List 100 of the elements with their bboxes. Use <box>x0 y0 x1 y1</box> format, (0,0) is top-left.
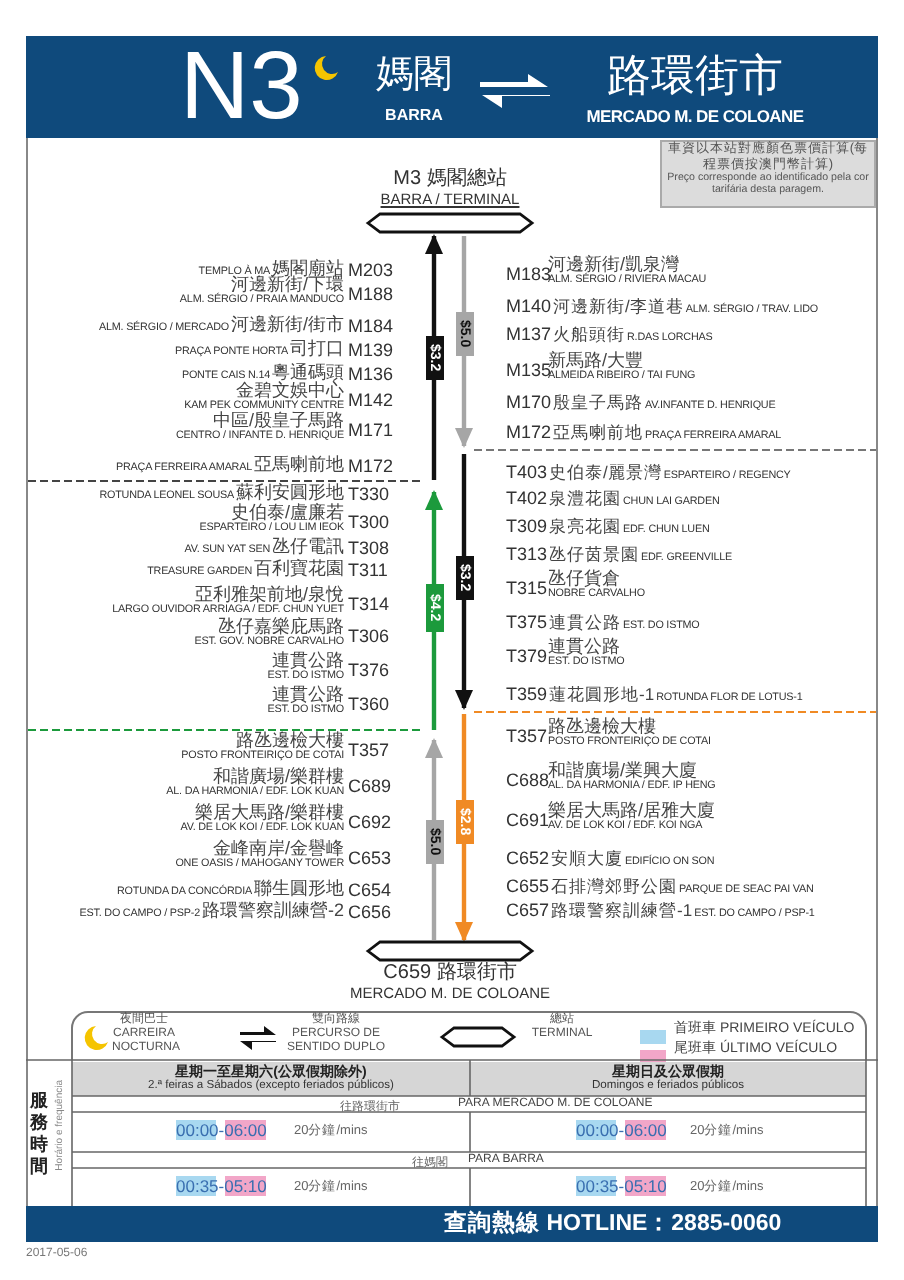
fare-note-box <box>660 140 876 208</box>
stop-name: 和諧廣場/業興大廈 <box>548 761 698 779</box>
stop-name: 和諧廣場/樂群樓 <box>212 767 344 786</box>
stop-name: 中區/殷皇子馬路 <box>212 411 344 430</box>
terminal-name: M3 媽閣總站 <box>391 168 509 190</box>
stop-name: 司打口 <box>290 340 344 359</box>
time-range: 00:35-05:10 <box>176 1176 267 1196</box>
stop-code: C692 <box>348 810 392 834</box>
route-line <box>425 490 443 584</box>
route-line <box>461 454 467 556</box>
stop-code: C654 <box>348 878 392 902</box>
stop-name: 石排灣郊野公園 <box>551 877 678 896</box>
route-number: N3 <box>180 36 303 140</box>
route-line <box>431 380 437 480</box>
stop-name: 連貫公路 <box>272 651 344 670</box>
stop-name: 蘇利安圓形地 <box>236 484 344 503</box>
place-name: MERCADO M. DE COLOANE <box>584 106 806 126</box>
stop-name: 殷皇子馬路 <box>553 393 644 412</box>
stop-name: 粵通碼頭 <box>272 364 344 382</box>
stop-code: C657 <box>506 899 550 919</box>
stop-name: 路環警察訓練營-2 <box>201 902 344 921</box>
stop-name: 亞利雅架前地/泉悅 <box>194 585 344 604</box>
stop-code: T402 <box>506 487 548 507</box>
stop-name: 百利寶花園 <box>254 560 344 579</box>
route-line <box>461 714 467 800</box>
stop-name: 史伯泰/盧廉若 <box>230 503 344 522</box>
time-range: 00:00-06:00 <box>576 1120 667 1140</box>
stop-name: 樂居大馬路/居雅大廈 <box>548 801 716 819</box>
stop-code: T360 <box>348 692 390 716</box>
stop-code: M172 <box>348 454 394 478</box>
stop-name: 路環警察訓練營-1 <box>551 901 693 920</box>
stop-name: 河邊新街/李道巷 <box>553 297 684 316</box>
route-line <box>455 600 473 710</box>
stop-code: T300 <box>348 510 390 534</box>
route-line <box>455 844 473 942</box>
stop-name: 媽閣廟站 <box>272 260 344 278</box>
terminal-name: C659 路環街市 <box>381 962 519 984</box>
stop-code: M203 <box>348 258 394 282</box>
place-name: BARRA <box>383 106 445 124</box>
stop-code: M188 <box>348 282 394 306</box>
stop-name: 泉澧花園 <box>549 489 622 508</box>
stop-code: T359 <box>506 683 548 703</box>
time-range: 00:00-06:00 <box>176 1120 267 1140</box>
stop-code: M142 <box>348 388 394 412</box>
stop-code: T330 <box>348 482 390 506</box>
stop-code: T314 <box>348 592 390 616</box>
stop-code: C688 <box>506 770 550 792</box>
stop-code: M137 <box>506 323 552 343</box>
stop-name: 亞馬喇前地 <box>254 456 344 475</box>
stop-code: T313 <box>506 543 548 563</box>
stop-code: M136 <box>348 362 394 386</box>
stop-code: C652 <box>506 847 550 867</box>
stop-name: 氹仔嘉樂庇馬路 <box>218 617 344 635</box>
stop-name: 亞馬喇前地 <box>553 423 644 442</box>
route-line <box>455 356 473 448</box>
stop-name: 連貫公路 <box>548 637 620 655</box>
stop-name: 蓮花圓形地-1 <box>549 685 655 704</box>
stop-name: 連貫公路 <box>549 613 622 632</box>
stop-name: 火船頭街 <box>553 325 626 344</box>
stop-code: C689 <box>348 774 392 798</box>
table-heading: 服務時間 <box>30 1090 50 1178</box>
stop-name: 氹仔茵景園 <box>549 545 640 564</box>
place-name: 路環街市 <box>605 48 785 104</box>
stop-name: 樂居大馬路/樂群樓 <box>194 803 344 821</box>
stop-code: T376 <box>348 658 390 682</box>
stop-name: 氹仔貨倉 <box>548 569 620 588</box>
stop-code: M171 <box>348 418 394 442</box>
stop-code: T308 <box>348 536 390 560</box>
route-line <box>461 236 467 312</box>
route-line <box>425 234 443 336</box>
stop-code: T379 <box>506 646 548 668</box>
route-line <box>425 738 443 820</box>
stop-name: 河邊新街/凱泉灣 <box>548 255 680 273</box>
stop-code: C653 <box>348 846 392 870</box>
stop-code: M184 <box>348 314 394 338</box>
stop-code: M140 <box>506 295 552 315</box>
stop-code: T375 <box>506 611 548 631</box>
stop-name: 河邊新街/街市 <box>230 316 344 335</box>
stop-name: 路氹邊檢大樓 <box>548 717 656 735</box>
stop-name: 金峰南岸/金譽峰 <box>212 839 344 857</box>
time-range: 00:35-05:10 <box>576 1176 667 1196</box>
stop-code: C655 <box>506 875 550 895</box>
stop-code: M170 <box>506 391 552 411</box>
stop-code: C691 <box>506 810 550 832</box>
stop-code: T403 <box>506 461 548 481</box>
stop-name: 河邊新街/下環 <box>230 275 344 293</box>
stop-code: C656 <box>348 900 392 924</box>
stop-name: 連貫公路 <box>272 685 344 704</box>
stop-name: 金碧文娛中心 <box>236 381 344 400</box>
stop-code: T311 <box>348 558 388 582</box>
stop-name: 安順大廈 <box>551 849 624 868</box>
stop-name: 新馬路/大豐 <box>548 351 644 369</box>
stop-code: T357 <box>506 726 548 748</box>
stop-code: M172 <box>506 421 552 441</box>
stop-name: 聯生圓形地 <box>254 880 344 899</box>
stop-code: M139 <box>348 338 394 362</box>
place-name: 媽閣 <box>374 52 454 100</box>
route-line <box>431 632 437 730</box>
stop-code: T315 <box>506 576 548 600</box>
stop-code: T306 <box>348 624 390 648</box>
